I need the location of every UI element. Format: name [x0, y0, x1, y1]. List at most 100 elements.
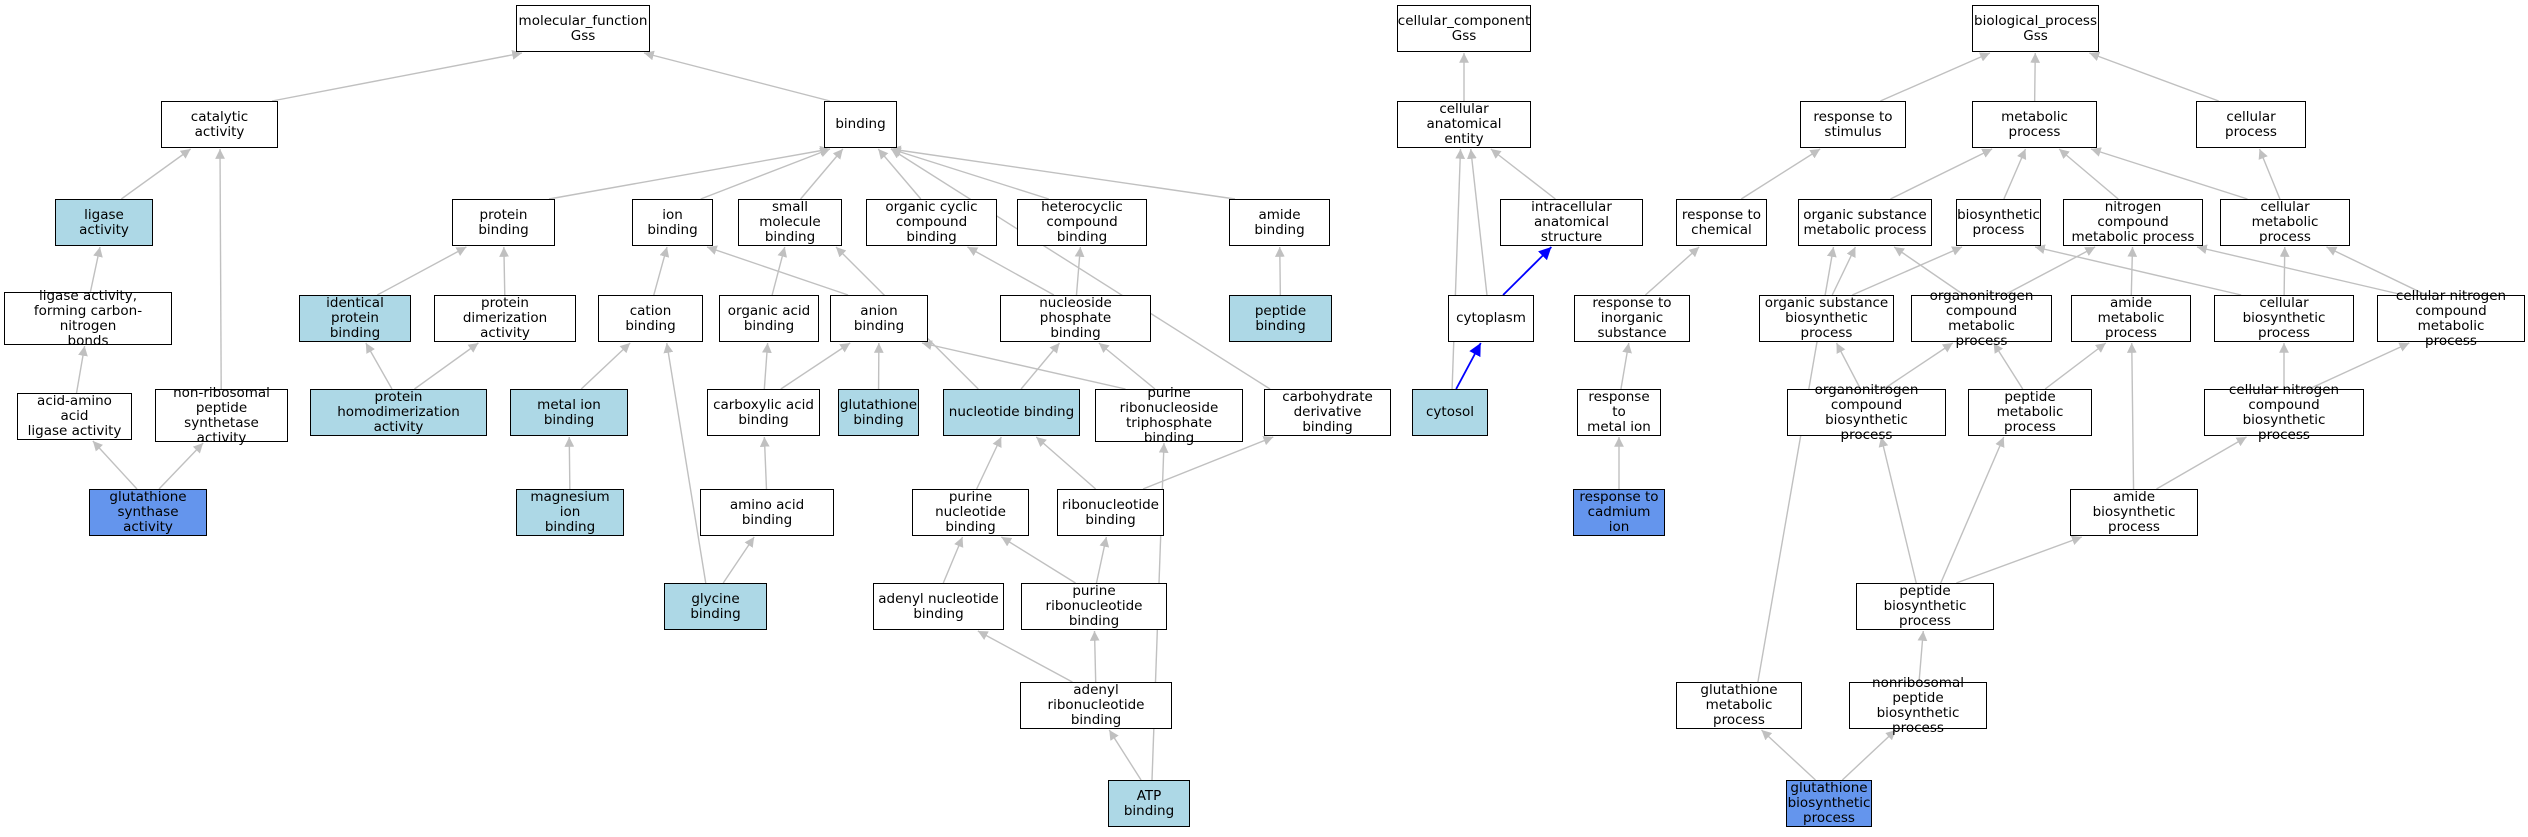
edge-bind-to-mf: [643, 50, 831, 102]
go-term-node-cdb[interactable]: carbohydrate derivative binding: [1264, 389, 1391, 436]
go-term-node-cbp[interactable]: cellular biosynthetic process: [2214, 295, 2354, 342]
edge-lig-to-cat: [120, 148, 192, 200]
go-term-node-rtc[interactable]: response to chemical: [1676, 199, 1767, 246]
go-term-node-gmp[interactable]: glutathione metabolic process: [1676, 682, 1802, 729]
edge-pmp-to-amp: [2044, 342, 2107, 390]
go-term-node-gsa[interactable]: glutathione synthase activity: [89, 489, 207, 536]
go-term-node-cat[interactable]: catalytic activity: [161, 101, 278, 148]
go-term-node-cmp[interactable]: cellular metabolic process: [2220, 199, 2350, 246]
edge-phda-to-ipb: [365, 342, 393, 390]
go-term-node-ntb[interactable]: nucleotide binding: [943, 389, 1080, 436]
edge-gsa-to-aaa: [92, 440, 138, 490]
edge-gbp-to-nrpbp: [1841, 729, 1897, 781]
go-term-node-bp[interactable]: biological_process Gss: [1972, 5, 2099, 52]
go-term-node-gbp[interactable]: glutathione biosynthetic process: [1786, 780, 1872, 827]
edge-amp-to-ncmp: [2127, 246, 2138, 296]
go-term-node-mp[interactable]: metabolic process: [1972, 101, 2097, 148]
go-term-node-ias[interactable]: intracellular anatomical structure: [1500, 199, 1643, 246]
go-term-node-bsp[interactable]: biosynthetic process: [1956, 199, 2041, 246]
go-term-node-mgb[interactable]: magnesium ion binding: [516, 489, 624, 536]
go-term-node-cncmp[interactable]: cellular nitrogen compound metabolic pro…: [2377, 288, 2525, 348]
go-term-node-amp[interactable]: amide metabolic process: [2071, 295, 2191, 342]
edge-cab-to-anb: [780, 342, 851, 390]
edge-rtc-to-rts: [1740, 148, 1821, 200]
go-term-node-cyp[interactable]: cytoplasm: [1448, 295, 1534, 342]
go-term-node-nphb[interactable]: nucleoside phosphate binding: [1000, 295, 1151, 342]
go-term-node-occ[interactable]: organic cyclic compound binding: [866, 199, 997, 246]
go-term-node-osbp[interactable]: organic substance biosynthetic process: [1759, 295, 1894, 342]
go-term-node-cab[interactable]: carboxylic acid binding: [707, 389, 820, 436]
edge-gbp-to-gmp: [1761, 729, 1816, 781]
go-term-node-oncbp[interactable]: organonitrogen compound biosynthetic pro…: [1787, 382, 1946, 442]
go-term-node-rtmi[interactable]: response to metal ion: [1577, 389, 1661, 436]
edge-lcn-to-lig: [89, 246, 103, 293]
edge-cmp-to-cp: [2258, 148, 2281, 200]
go-term-node-pb[interactable]: protein binding: [452, 199, 555, 246]
edge-rts-to-bp: [1880, 52, 1991, 102]
edge-ipb-to-pb: [376, 246, 467, 296]
go-term-node-lig[interactable]: ligase activity: [55, 199, 153, 246]
edge-arnb-to-prnb: [1089, 630, 1100, 683]
edge-cyp-to-ias: [1502, 246, 1553, 296]
edge-bsp-to-mp: [2003, 148, 2027, 200]
go-term-node-rts[interactable]: response to stimulus: [1800, 101, 1906, 148]
edge-prtb-to-anb: [921, 340, 1126, 390]
edge-anb-to-ionb: [706, 245, 849, 296]
edge-nphb-to-hcb: [1074, 246, 1085, 296]
go-term-node-anub[interactable]: adenyl nucleotide binding: [873, 583, 1004, 630]
go-term-node-cc[interactable]: cellular_component Gss: [1397, 5, 1531, 52]
edge-abp-to-amp: [2126, 342, 2137, 490]
edge-ias-to-cae: [1490, 148, 1556, 200]
go-term-node-cp[interactable]: cellular process: [2196, 101, 2306, 148]
edge-cyp-to-cae: [1466, 148, 1488, 296]
go-term-node-pepb[interactable]: peptide binding: [1229, 295, 1332, 342]
go-term-node-lcn[interactable]: ligase activity, forming carbon-nitrogen…: [4, 288, 172, 348]
go-term-node-cae[interactable]: cellular anatomical entity: [1397, 101, 1531, 148]
go-term-node-catb[interactable]: cation binding: [598, 295, 703, 342]
go-term-node-nrps[interactable]: non-ribosomal peptide synthetase activit…: [155, 385, 288, 445]
go-term-node-anb[interactable]: anion binding: [830, 295, 928, 342]
go-term-node-nrpbp[interactable]: nonribosomal peptide biosynthetic proces…: [1849, 675, 1987, 735]
go-term-node-prnb[interactable]: purine ribonucleotide binding: [1021, 583, 1167, 630]
go-term-node-cncbp[interactable]: cellular nitrogen compound biosynthetic …: [2204, 382, 2364, 442]
go-term-node-osmp[interactable]: organic substance metabolic process: [1798, 199, 1932, 246]
go-term-node-mf[interactable]: molecular_function Gss: [516, 5, 650, 52]
go-term-node-pmp[interactable]: peptide metabolic process: [1968, 389, 2092, 436]
go-term-node-pnb[interactable]: purine nucleotide binding: [912, 489, 1029, 536]
go-term-node-rnb[interactable]: ribonucleotide binding: [1057, 489, 1164, 536]
edge-cyt-to-cae: [1451, 148, 1466, 390]
go-term-node-gly[interactable]: glycine binding: [664, 583, 767, 630]
go-term-node-ionb[interactable]: ion binding: [632, 199, 713, 246]
go-term-node-cyt[interactable]: cytosol: [1412, 389, 1488, 436]
go-term-node-abp[interactable]: amide biosynthetic process: [2070, 489, 2198, 536]
go-term-node-ncmp[interactable]: nitrogen compound metabolic process: [2063, 199, 2203, 246]
edge-hcb-to-bind: [890, 147, 1049, 200]
go-term-node-bind[interactable]: binding: [824, 101, 897, 148]
edge-cab-to-oab: [762, 342, 772, 390]
edge-nphb-to-occ: [967, 246, 1055, 296]
go-term-node-mib[interactable]: metal ion binding: [510, 389, 628, 436]
go-term-node-amb[interactable]: amide binding: [1229, 199, 1330, 246]
go-term-node-hcb[interactable]: heterocyclic compound binding: [1017, 199, 1147, 246]
go-term-node-rtis[interactable]: response to inorganic substance: [1574, 295, 1690, 342]
go-term-node-atp[interactable]: ATP binding: [1108, 780, 1190, 827]
edge-osbp-to-osmp: [1831, 246, 1857, 296]
go-term-node-phda[interactable]: protein homodimerization activity: [310, 389, 487, 436]
go-term-node-smb[interactable]: small molecule binding: [738, 199, 842, 246]
go-term-node-rtcd[interactable]: response to cadmium ion: [1573, 489, 1665, 536]
edge-amb-to-bind: [890, 145, 1236, 200]
go-term-node-pda[interactable]: protein dimerization activity: [434, 295, 576, 342]
go-term-node-arnb[interactable]: adenyl ribonucleotide binding: [1020, 682, 1172, 729]
go-term-node-oncmp[interactable]: organonitrogen compound metabolic proces…: [1911, 288, 2052, 348]
go-term-node-oab[interactable]: organic acid binding: [719, 295, 819, 342]
go-term-node-pbp[interactable]: peptide biosynthetic process: [1856, 583, 1994, 630]
go-term-node-ipb[interactable]: identical protein binding: [299, 295, 411, 342]
edge-cncbp-to-cncmp: [2308, 342, 2410, 390]
go-term-node-gtb[interactable]: glutathione binding: [838, 389, 919, 436]
edge-cbp-to-cmp: [2279, 246, 2290, 296]
go-term-node-prtb[interactable]: purine ribonucleoside triphosphate bindi…: [1095, 385, 1243, 445]
go-term-node-aab[interactable]: amino acid binding: [700, 489, 834, 536]
edge-rnb-to-cdb: [1142, 436, 1274, 490]
go-term-node-aaa[interactable]: acid-amino acid ligase activity: [17, 393, 132, 440]
